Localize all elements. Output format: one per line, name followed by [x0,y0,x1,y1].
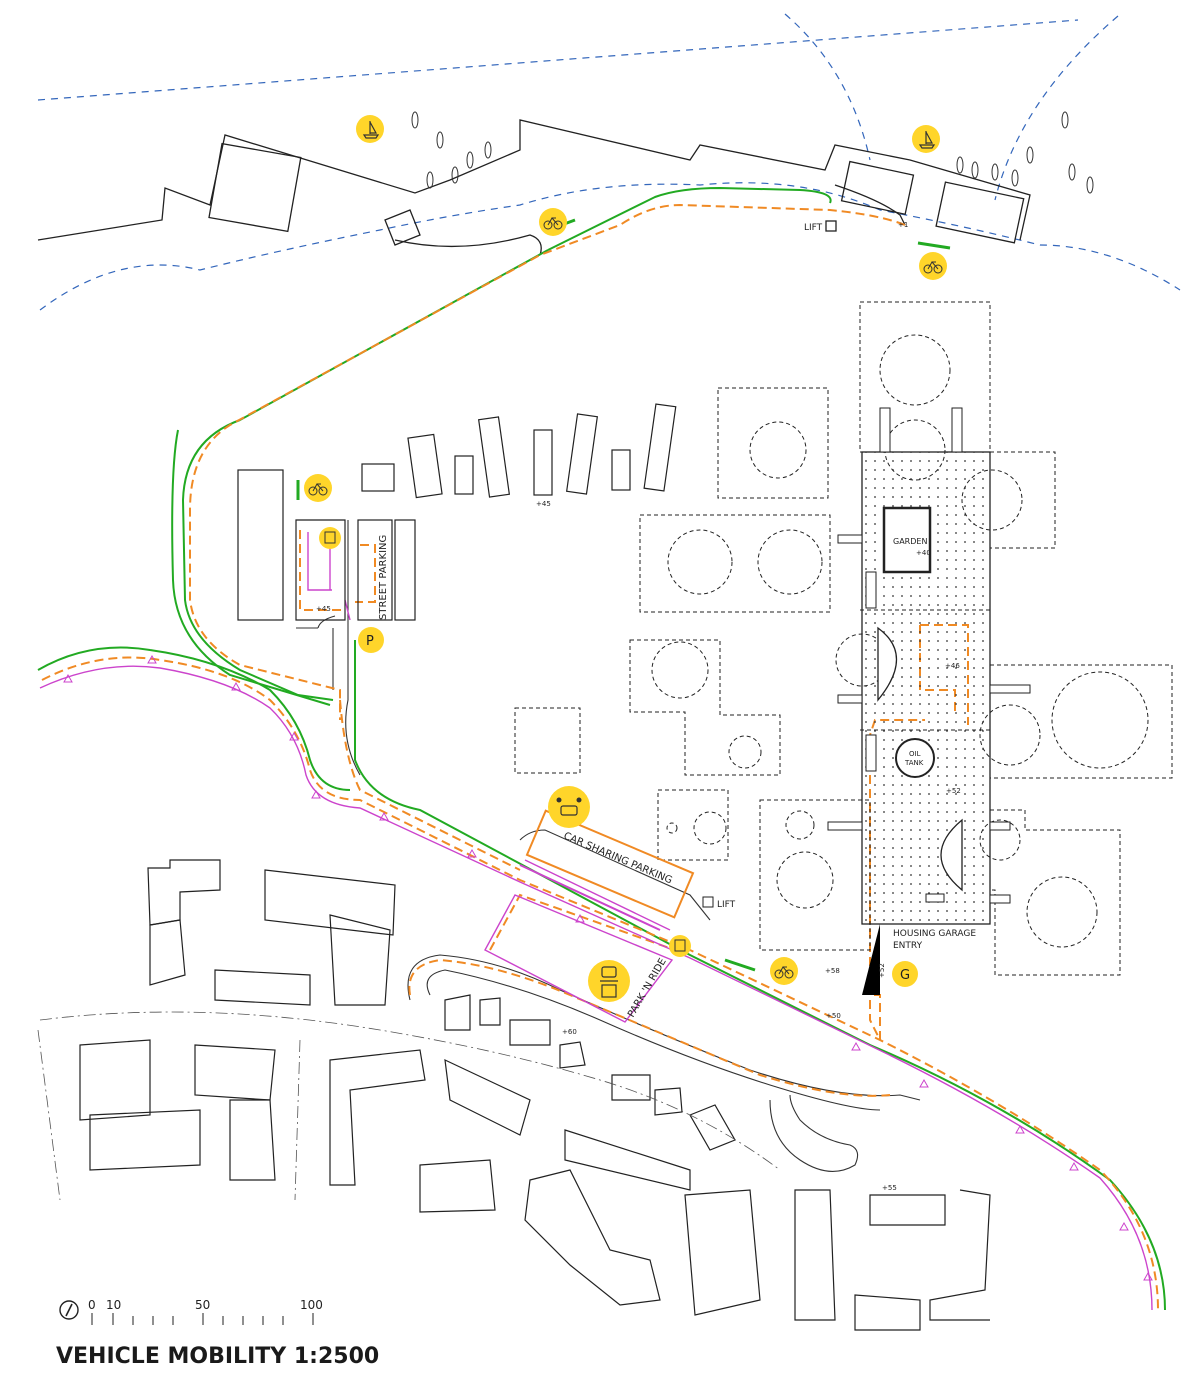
elevation-label: +55 [882,1184,897,1192]
elevation-label: +40 [916,549,931,557]
bus-icon [669,935,691,957]
elevation-label: +60 [562,1028,577,1036]
street-parking-label: STREET PARKING [378,535,389,620]
oil-tank-label: OIL [909,750,921,758]
markers [304,115,947,1002]
sailboat-icon [912,125,940,153]
park-n-ride-label: PARK 'N RIDE [626,957,669,1020]
garage-marker [892,961,918,987]
garage-marker-label: G [900,968,910,983]
scale-bar: 0 10 50 100 [59,1298,323,1325]
sailboat-icon [356,115,384,143]
plot-boundaries [37,1011,781,1201]
elevation-label: +58 [825,967,840,975]
proposed-buildings [514,301,1173,976]
bicycle-icon [919,252,947,280]
scale-tick-label: 0 [88,1298,96,1312]
bicycle-icon [770,957,798,985]
sheds [237,403,677,621]
lift-label-2: LIFT [717,900,736,910]
elevation-label: +52 [878,963,886,978]
central-platform [827,407,1031,995]
residential-blocks [79,859,991,1331]
park-and-ride-icon [588,960,630,1002]
garden-label: GARDEN [893,537,927,546]
car-sharing-parking [519,809,714,931]
housing-garage-label-2: ENTRY [893,941,923,951]
moored-boats [411,111,1094,194]
harbour-piers [37,119,1031,256]
car-sharing-icon [548,786,590,828]
bus-icon [319,527,341,549]
map-title: VEHICLE MOBILITY 1:2500 [56,1344,380,1369]
elevation-label: +45 [536,500,551,508]
bus-stop-markers [63,654,1153,1281]
water-lines [37,13,1181,311]
parking-marker-label: P [366,634,374,649]
scale-tick-label: 10 [106,1298,121,1312]
elevation-label: +52 [946,787,961,795]
oil-tank-label-2: TANK [904,759,924,767]
elevation-label: +1 [898,221,908,229]
bus-route [39,532,1153,1311]
bike-path [37,186,1166,1311]
bicycle-icon [539,208,567,236]
road-edges [296,520,921,1172]
scale-tick-label: 50 [195,1298,210,1312]
housing-garage-label: HOUSING GARAGE [893,929,976,939]
lift-label: LIFT [804,223,823,233]
bicycle-icon [304,474,332,502]
elevation-label: +46 [945,662,960,670]
parking-marker [358,627,384,653]
elevation-label: +50 [826,1012,841,1020]
north-arrow-icon [59,1300,79,1320]
scale-tick-label: 100 [300,1298,323,1312]
elevation-label: +45 [316,605,331,613]
